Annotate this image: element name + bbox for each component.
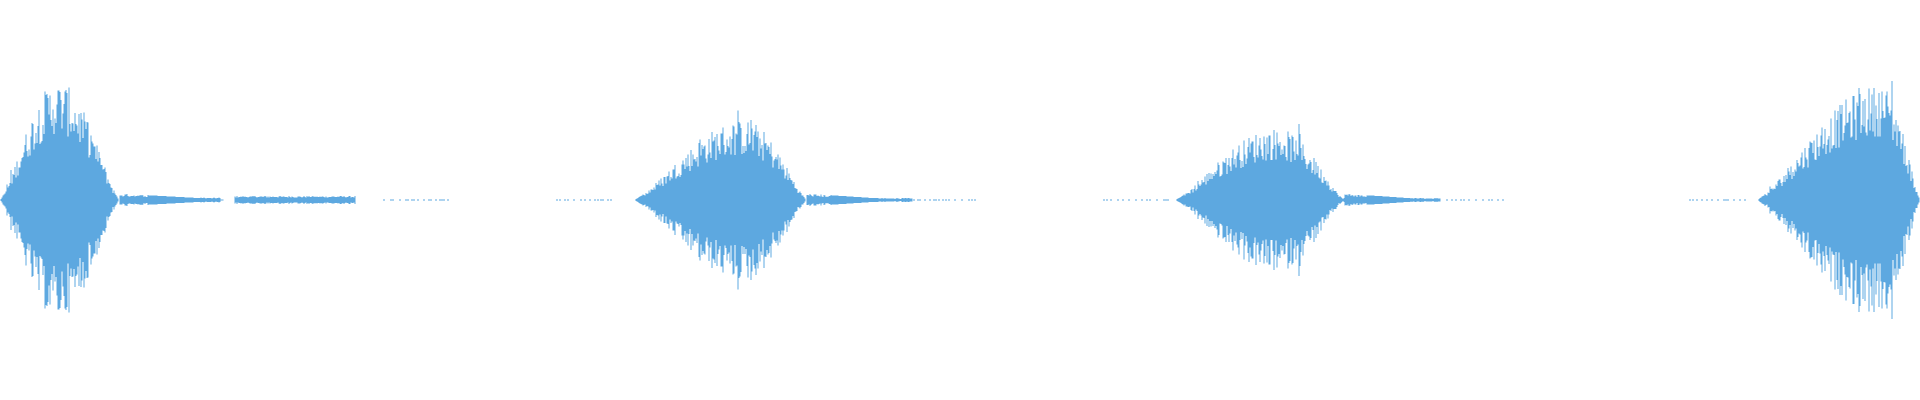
waveform-burst-2 bbox=[634, 120, 807, 280]
waveform-path bbox=[0, 81, 1920, 319]
waveform-burst-3 bbox=[1175, 128, 1344, 272]
waveform-burst-1 bbox=[0, 82, 119, 319]
waveform-burst-4 bbox=[1757, 85, 1920, 315]
waveform-layer bbox=[0, 81, 1920, 319]
